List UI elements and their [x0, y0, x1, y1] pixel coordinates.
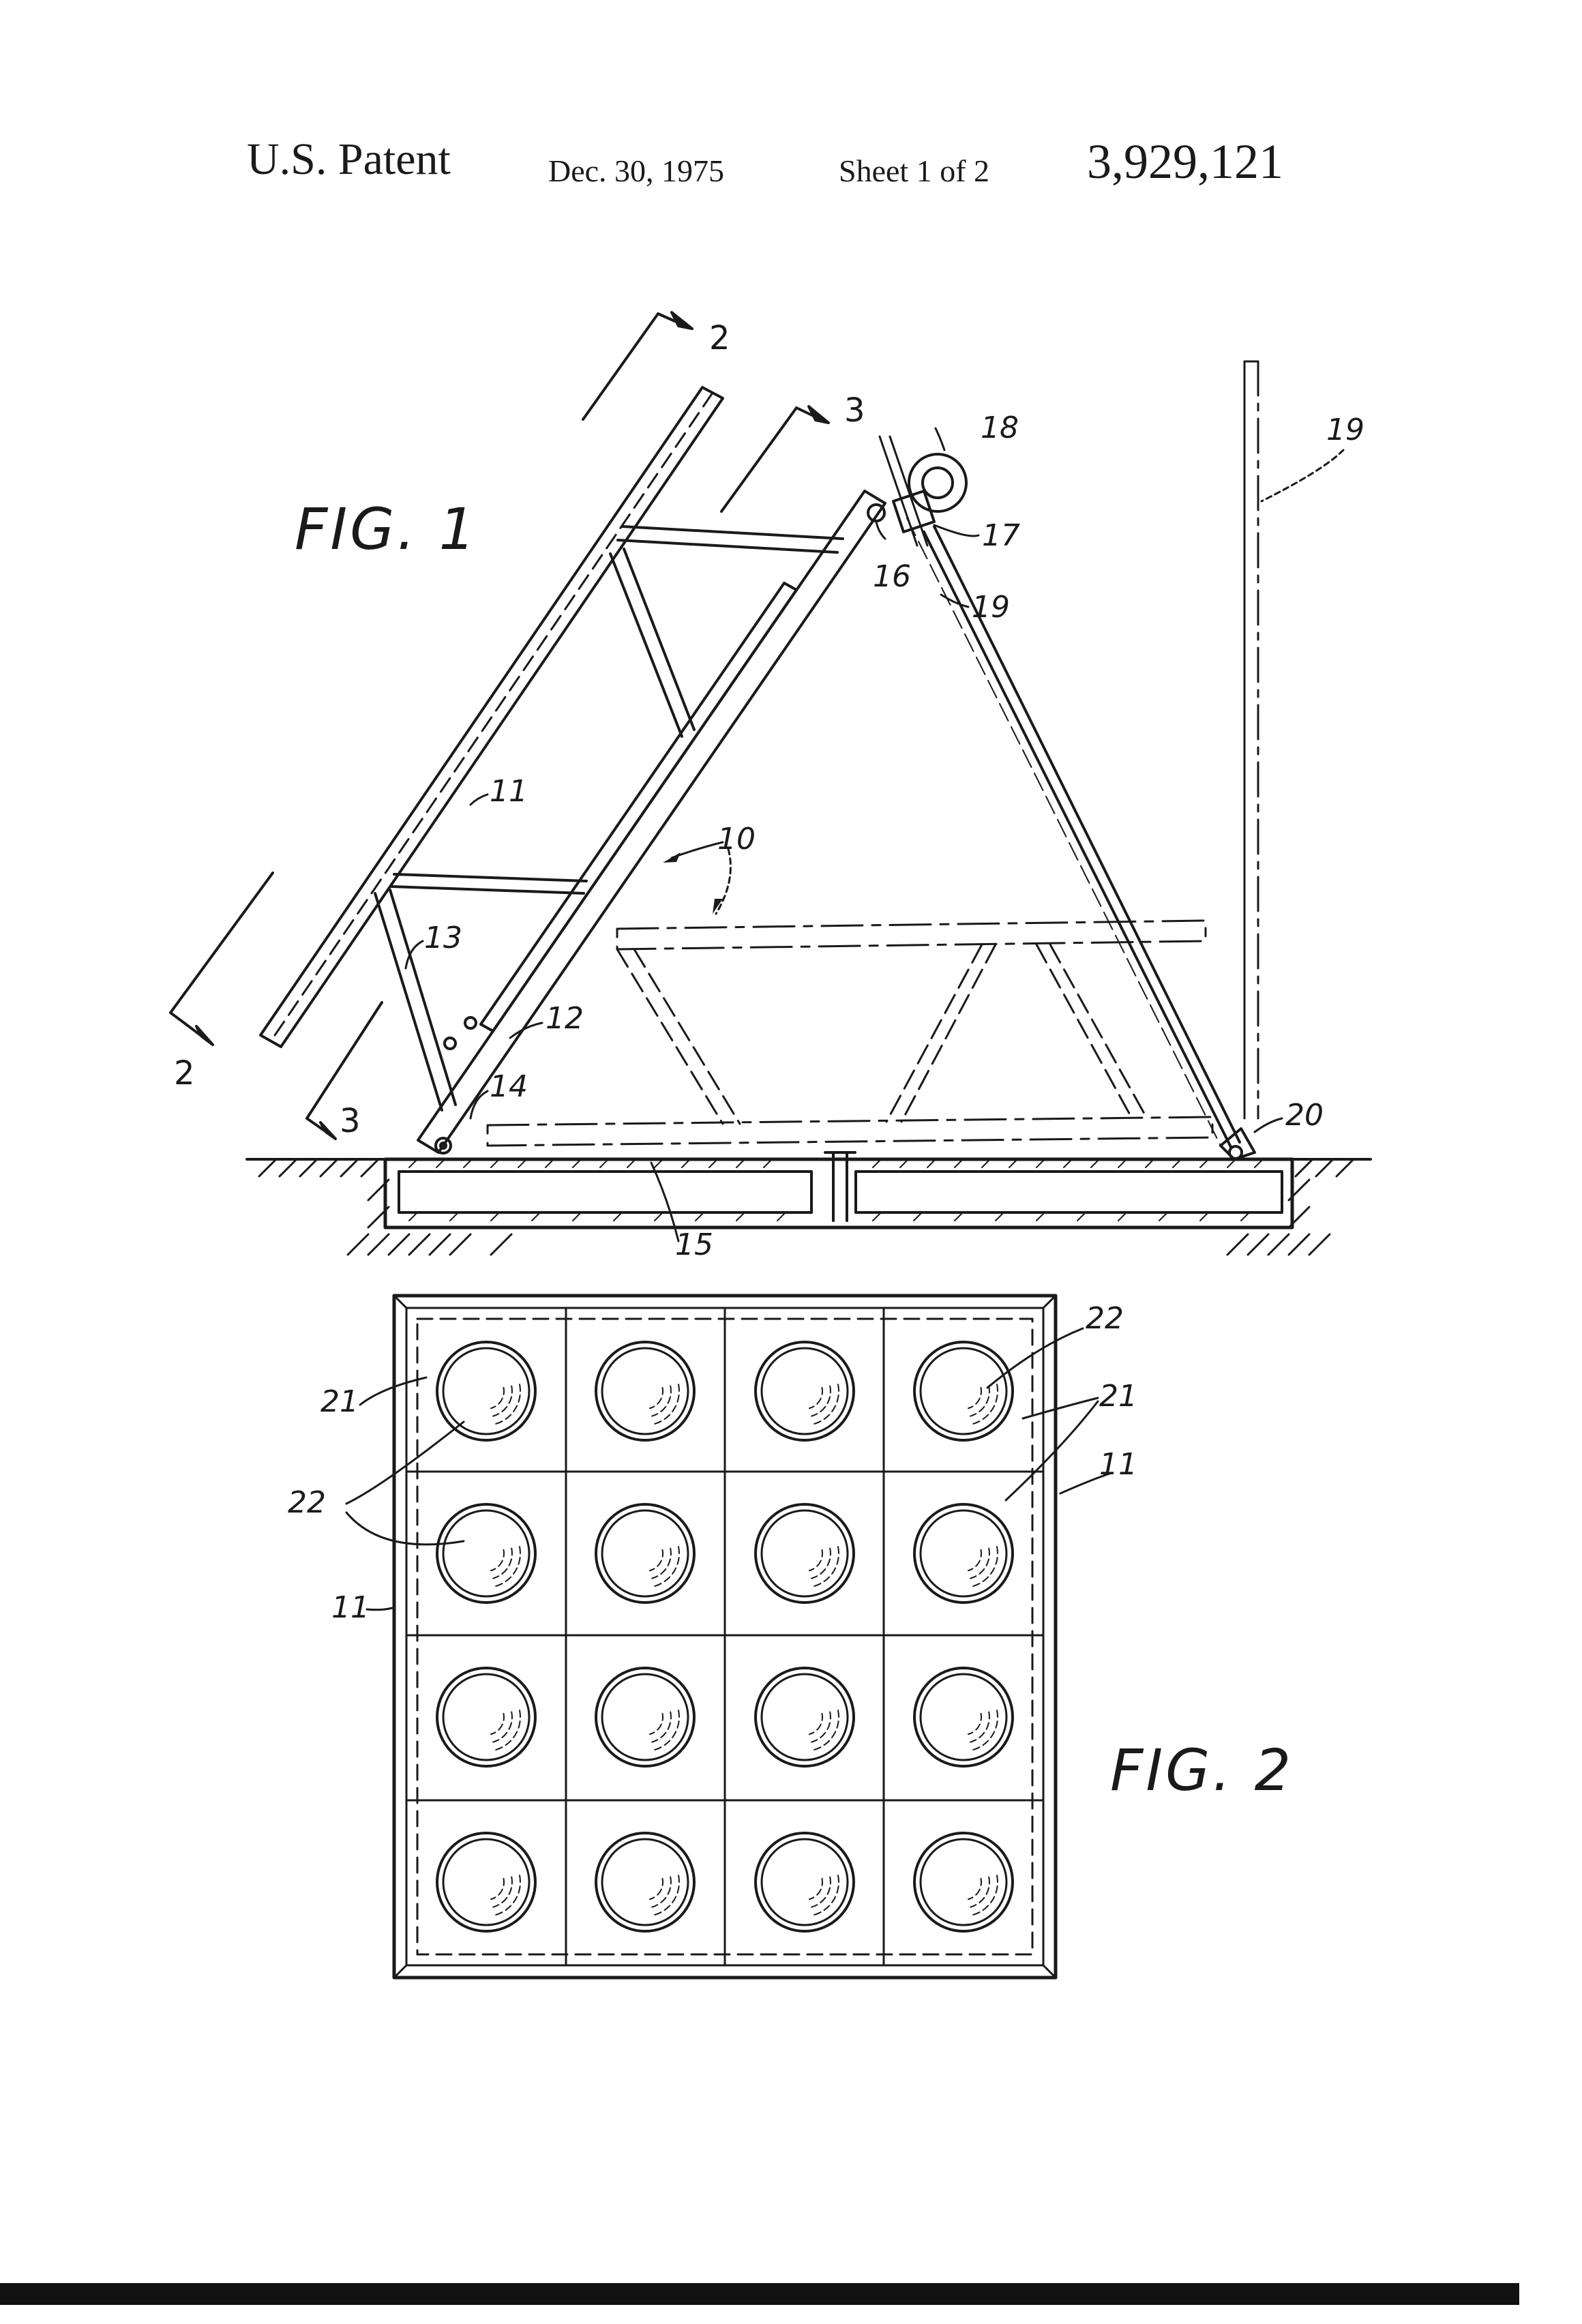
figure-1-side-view: FIG. 1 2 3 2 3 10 11 12 13 14 15 16 17 1…	[170, 312, 1371, 1262]
ref-16: 16	[873, 559, 911, 594]
ground-line	[247, 1159, 1371, 1255]
lowered-position-phantom	[488, 921, 1212, 1146]
lens-5	[437, 1504, 535, 1603]
ref-13: 13	[424, 921, 462, 955]
raised-position-phantom	[1244, 361, 1258, 1118]
lens-8	[914, 1504, 1013, 1603]
lens-14	[596, 1833, 694, 1931]
lens-15	[756, 1833, 854, 1931]
section-mark-3-bottom: 3	[340, 1102, 361, 1140]
page-bottom-bar	[0, 2283, 1519, 2305]
lens-6	[596, 1504, 694, 1603]
ref-14: 14	[490, 1069, 528, 1104]
ref-12: 12	[546, 1001, 584, 1036]
ref-10: 10	[717, 822, 756, 856]
ref-15: 15	[675, 1227, 713, 1262]
anchor-20	[1221, 1129, 1255, 1159]
ref-17: 17	[982, 518, 1020, 553]
section-mark-2-top: 2	[709, 319, 730, 357]
winch-drum-18	[909, 454, 966, 511]
lens-10	[596, 1668, 694, 1766]
lens-11	[756, 1668, 854, 1766]
cable-19	[907, 518, 1240, 1147]
lens-13	[437, 1833, 535, 1931]
lens-9	[437, 1668, 535, 1766]
figure-2-front-view: FIG. 2 21 21 22 22 11 11	[288, 1296, 1294, 1978]
figure-2-caption: FIG. 2	[1110, 1737, 1294, 1804]
ref-11-left: 11	[331, 1590, 370, 1625]
lens-2	[596, 1342, 694, 1440]
support-frame-12	[418, 491, 885, 1152]
lens-3	[756, 1342, 854, 1440]
module-grid-21	[406, 1308, 1043, 1965]
figure-1-caption: FIG. 1	[295, 496, 478, 563]
ref-18: 18	[981, 411, 1019, 445]
ref-21-left: 21	[320, 1384, 359, 1419]
section-mark-3-top: 3	[844, 391, 865, 430]
ref-11: 11	[490, 774, 528, 809]
ref-20: 20	[1285, 1098, 1324, 1133]
lens-16	[914, 1833, 1013, 1931]
leader-lines-fig2	[346, 1328, 1111, 1610]
ref-19-phantom: 19	[1326, 413, 1364, 447]
lens-4	[914, 1342, 1013, 1440]
ref-19: 19	[972, 590, 1010, 625]
ref-22-left: 22	[288, 1485, 326, 1520]
winch-assembly	[868, 436, 966, 546]
ref-22-right: 22	[1086, 1301, 1124, 1336]
lens-7	[756, 1504, 854, 1603]
lens-12	[914, 1668, 1013, 1766]
ground-pit-15	[385, 1152, 1292, 1227]
section-mark-2-bottom: 2	[174, 1054, 195, 1092]
ref-11-right: 11	[1099, 1447, 1137, 1482]
lens-1	[437, 1342, 535, 1440]
leader-lines-fig1	[406, 428, 1343, 1241]
truss-members-13	[375, 526, 843, 1110]
ref-21-right: 21	[1099, 1379, 1137, 1414]
